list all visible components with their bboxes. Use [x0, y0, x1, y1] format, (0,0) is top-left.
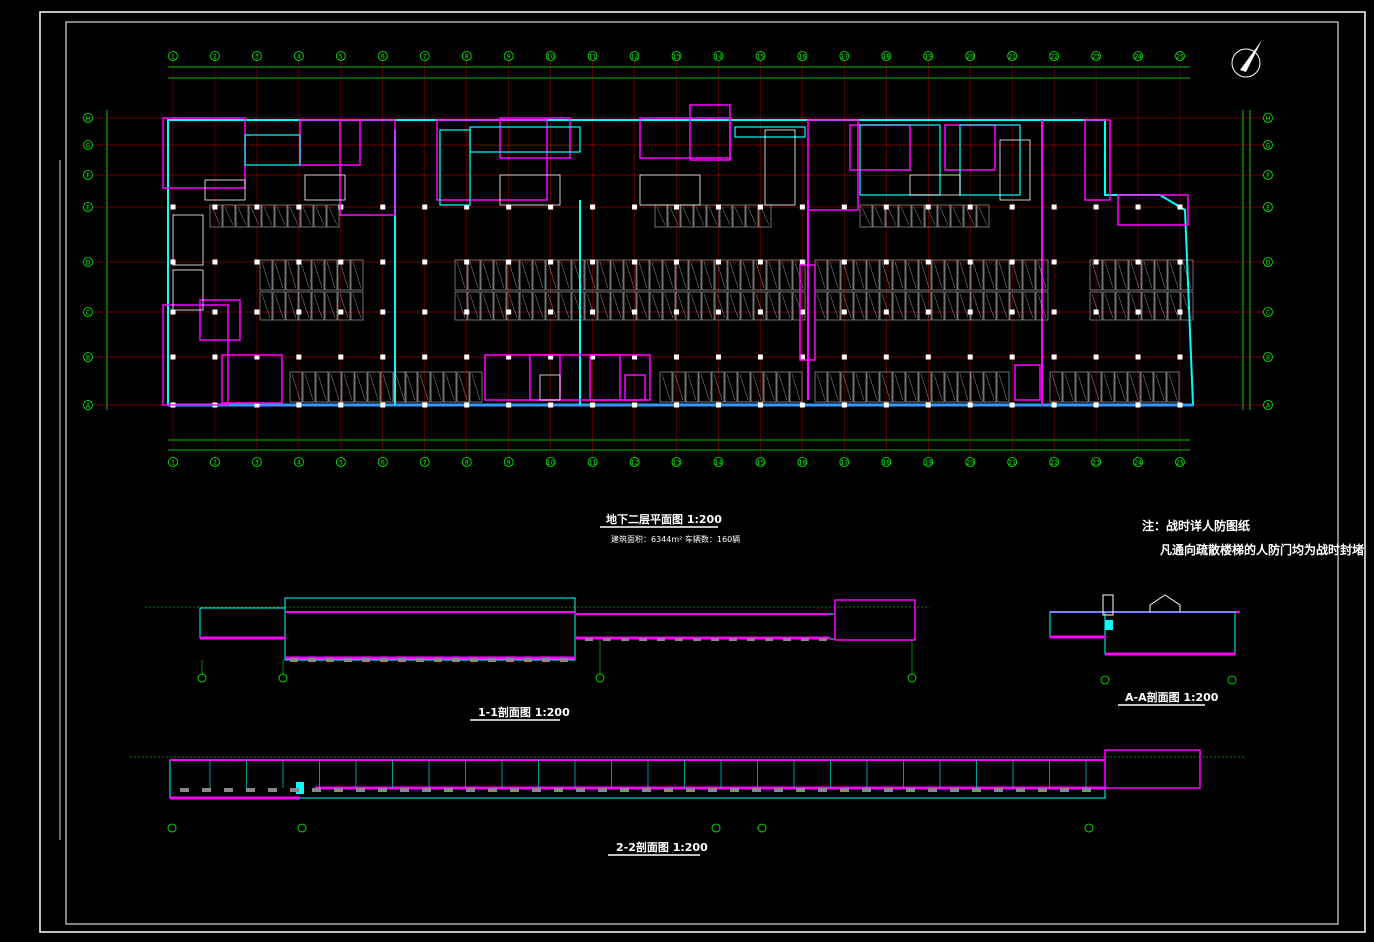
section-1-1-title: 1-1剖面图 1:200	[478, 706, 570, 719]
axis-top-label-11: 11	[589, 54, 597, 61]
axis-top-label-7: 7	[423, 54, 427, 61]
axis-bottom-label-1: 1	[171, 460, 175, 467]
axis-top-label-15: 15	[757, 54, 765, 61]
axis-top-label-2: 2	[213, 54, 217, 61]
axis-left-label-D: D	[86, 260, 91, 267]
axis-bottom-label-8: 8	[465, 460, 469, 467]
axis-top-label-18: 18	[882, 54, 890, 61]
axis-bottom-label-4: 4	[297, 460, 301, 467]
axis-bottom-label-13: 13	[673, 460, 681, 467]
axis-bottom-label-21: 21	[1008, 460, 1016, 467]
axis-left-label-H: H	[86, 116, 91, 123]
outer-border	[39, 11, 1366, 933]
axis-bottom-label-7: 7	[423, 460, 427, 467]
plan-axis-left: H G F E D C B A	[83, 113, 93, 410]
axis-bottom-label-14: 14	[715, 460, 723, 467]
axis-bottom-label-23: 23	[1092, 460, 1100, 467]
axis-top-label-8: 8	[465, 54, 469, 61]
axis-top-label-19: 19	[924, 54, 932, 61]
axis-top-label-16: 16	[799, 54, 807, 61]
axis-bottom-label-22: 22	[1050, 460, 1058, 467]
axis-bottom-label-11: 11	[589, 460, 597, 467]
section-2-2	[130, 749, 1245, 833]
axis-bottom-label-5: 5	[339, 460, 343, 467]
axis-top-label-5: 5	[339, 54, 343, 61]
axis-bottom-label-9: 9	[507, 460, 511, 467]
axis-right-label-H: H	[1266, 116, 1271, 123]
axis-bottom-label-20: 20	[966, 460, 974, 467]
axis-bottom-label-24: 24	[1134, 460, 1142, 467]
axis-right-label-D: D	[1266, 260, 1271, 267]
axis-right-label-C: C	[1266, 310, 1270, 317]
axis-top-label-12: 12	[631, 54, 639, 61]
axis-left-label-A: A	[86, 403, 91, 410]
note-line-2: 凡通向疏散楼梯的人防门均为战时封堵	[1160, 543, 1365, 557]
plan-subtitle: 建筑面积：6344m² 车辆数：160辆	[611, 535, 741, 544]
axis-left-label-F: F	[86, 173, 90, 180]
axis-top-label-9: 9	[507, 54, 511, 61]
axis-bottom-label-10: 10	[547, 460, 555, 467]
axis-top-label-17: 17	[841, 54, 849, 61]
axis-bottom-label-17: 17	[841, 460, 849, 467]
axis-bottom-label-3: 3	[255, 460, 259, 467]
plan-title: 地下二层平面图 1:200	[606, 513, 722, 526]
axis-top-label-10: 10	[547, 54, 555, 61]
axis-top-label-23: 23	[1092, 54, 1100, 61]
axis-right-label-G: G	[1266, 143, 1271, 150]
inner-border	[65, 21, 1339, 925]
axis-top-label-4: 4	[297, 54, 301, 61]
axis-left-label-B: B	[86, 355, 90, 362]
axis-bottom-label-6: 6	[381, 460, 385, 467]
section-1-1	[145, 597, 930, 683]
plan-axis-right: H G F E D C B A	[1263, 113, 1273, 410]
axis-bottom-label-15: 15	[757, 460, 765, 467]
section-a-a	[1049, 594, 1240, 685]
axis-top-label-25: 25	[1176, 54, 1184, 61]
axis-right-label-B: B	[1266, 355, 1270, 362]
north-arrow-icon	[1231, 40, 1262, 78]
axis-right-label-E: E	[1266, 205, 1270, 212]
axis-bottom-label-19: 19	[924, 460, 932, 467]
axis-top-label-22: 22	[1050, 54, 1058, 61]
axis-bottom-label-12: 12	[631, 460, 639, 467]
section-2-2-title: 2-2剖面图 1:200	[616, 841, 708, 854]
axis-top-label-21: 21	[1008, 54, 1016, 61]
note-line-1: 注：战时详人防图纸	[1142, 519, 1251, 533]
axis-bottom-label-16: 16	[799, 460, 807, 467]
axis-bottom-label-18: 18	[882, 460, 890, 467]
axis-left-label-G: G	[86, 143, 91, 150]
axis-bottom-label-25: 25	[1176, 460, 1184, 467]
section-a-a-title: A-A剖面图 1:200	[1125, 691, 1219, 704]
axis-top-label-1: 1	[171, 54, 175, 61]
axis-bottom-label-2: 2	[213, 460, 217, 467]
axis-top-label-14: 14	[715, 54, 723, 61]
axis-right-label-F: F	[1266, 173, 1270, 180]
axis-left-label-C: C	[86, 310, 90, 317]
axis-top-label-13: 13	[673, 54, 681, 61]
axis-top-label-3: 3	[255, 54, 259, 61]
axis-top-label-6: 6	[381, 54, 385, 61]
axis-left-label-E: E	[86, 205, 90, 212]
axis-top-label-20: 20	[966, 54, 974, 61]
axis-top-label-24: 24	[1134, 54, 1142, 61]
axis-right-label-A: A	[1266, 403, 1271, 410]
